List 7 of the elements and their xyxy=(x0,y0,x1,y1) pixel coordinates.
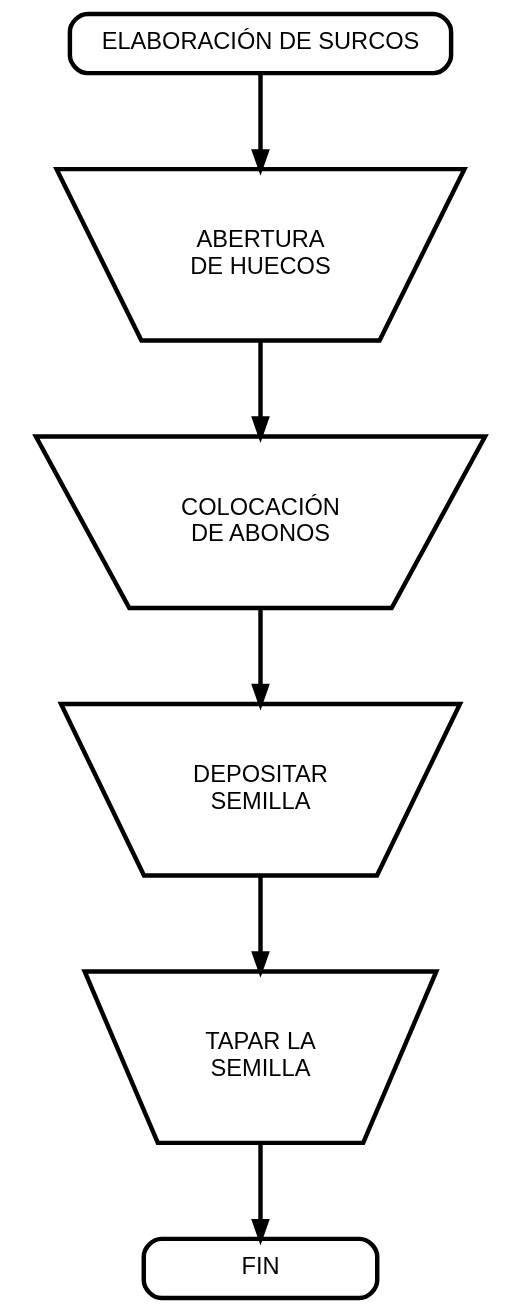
arrow xyxy=(251,1143,270,1246)
arrow xyxy=(251,608,270,711)
arrow xyxy=(251,73,270,176)
node-box: ELABORACIÓN DE SURCOS xyxy=(67,11,454,76)
arrow xyxy=(251,875,270,978)
arrow xyxy=(251,340,270,443)
node-box: FIN xyxy=(141,1236,380,1301)
